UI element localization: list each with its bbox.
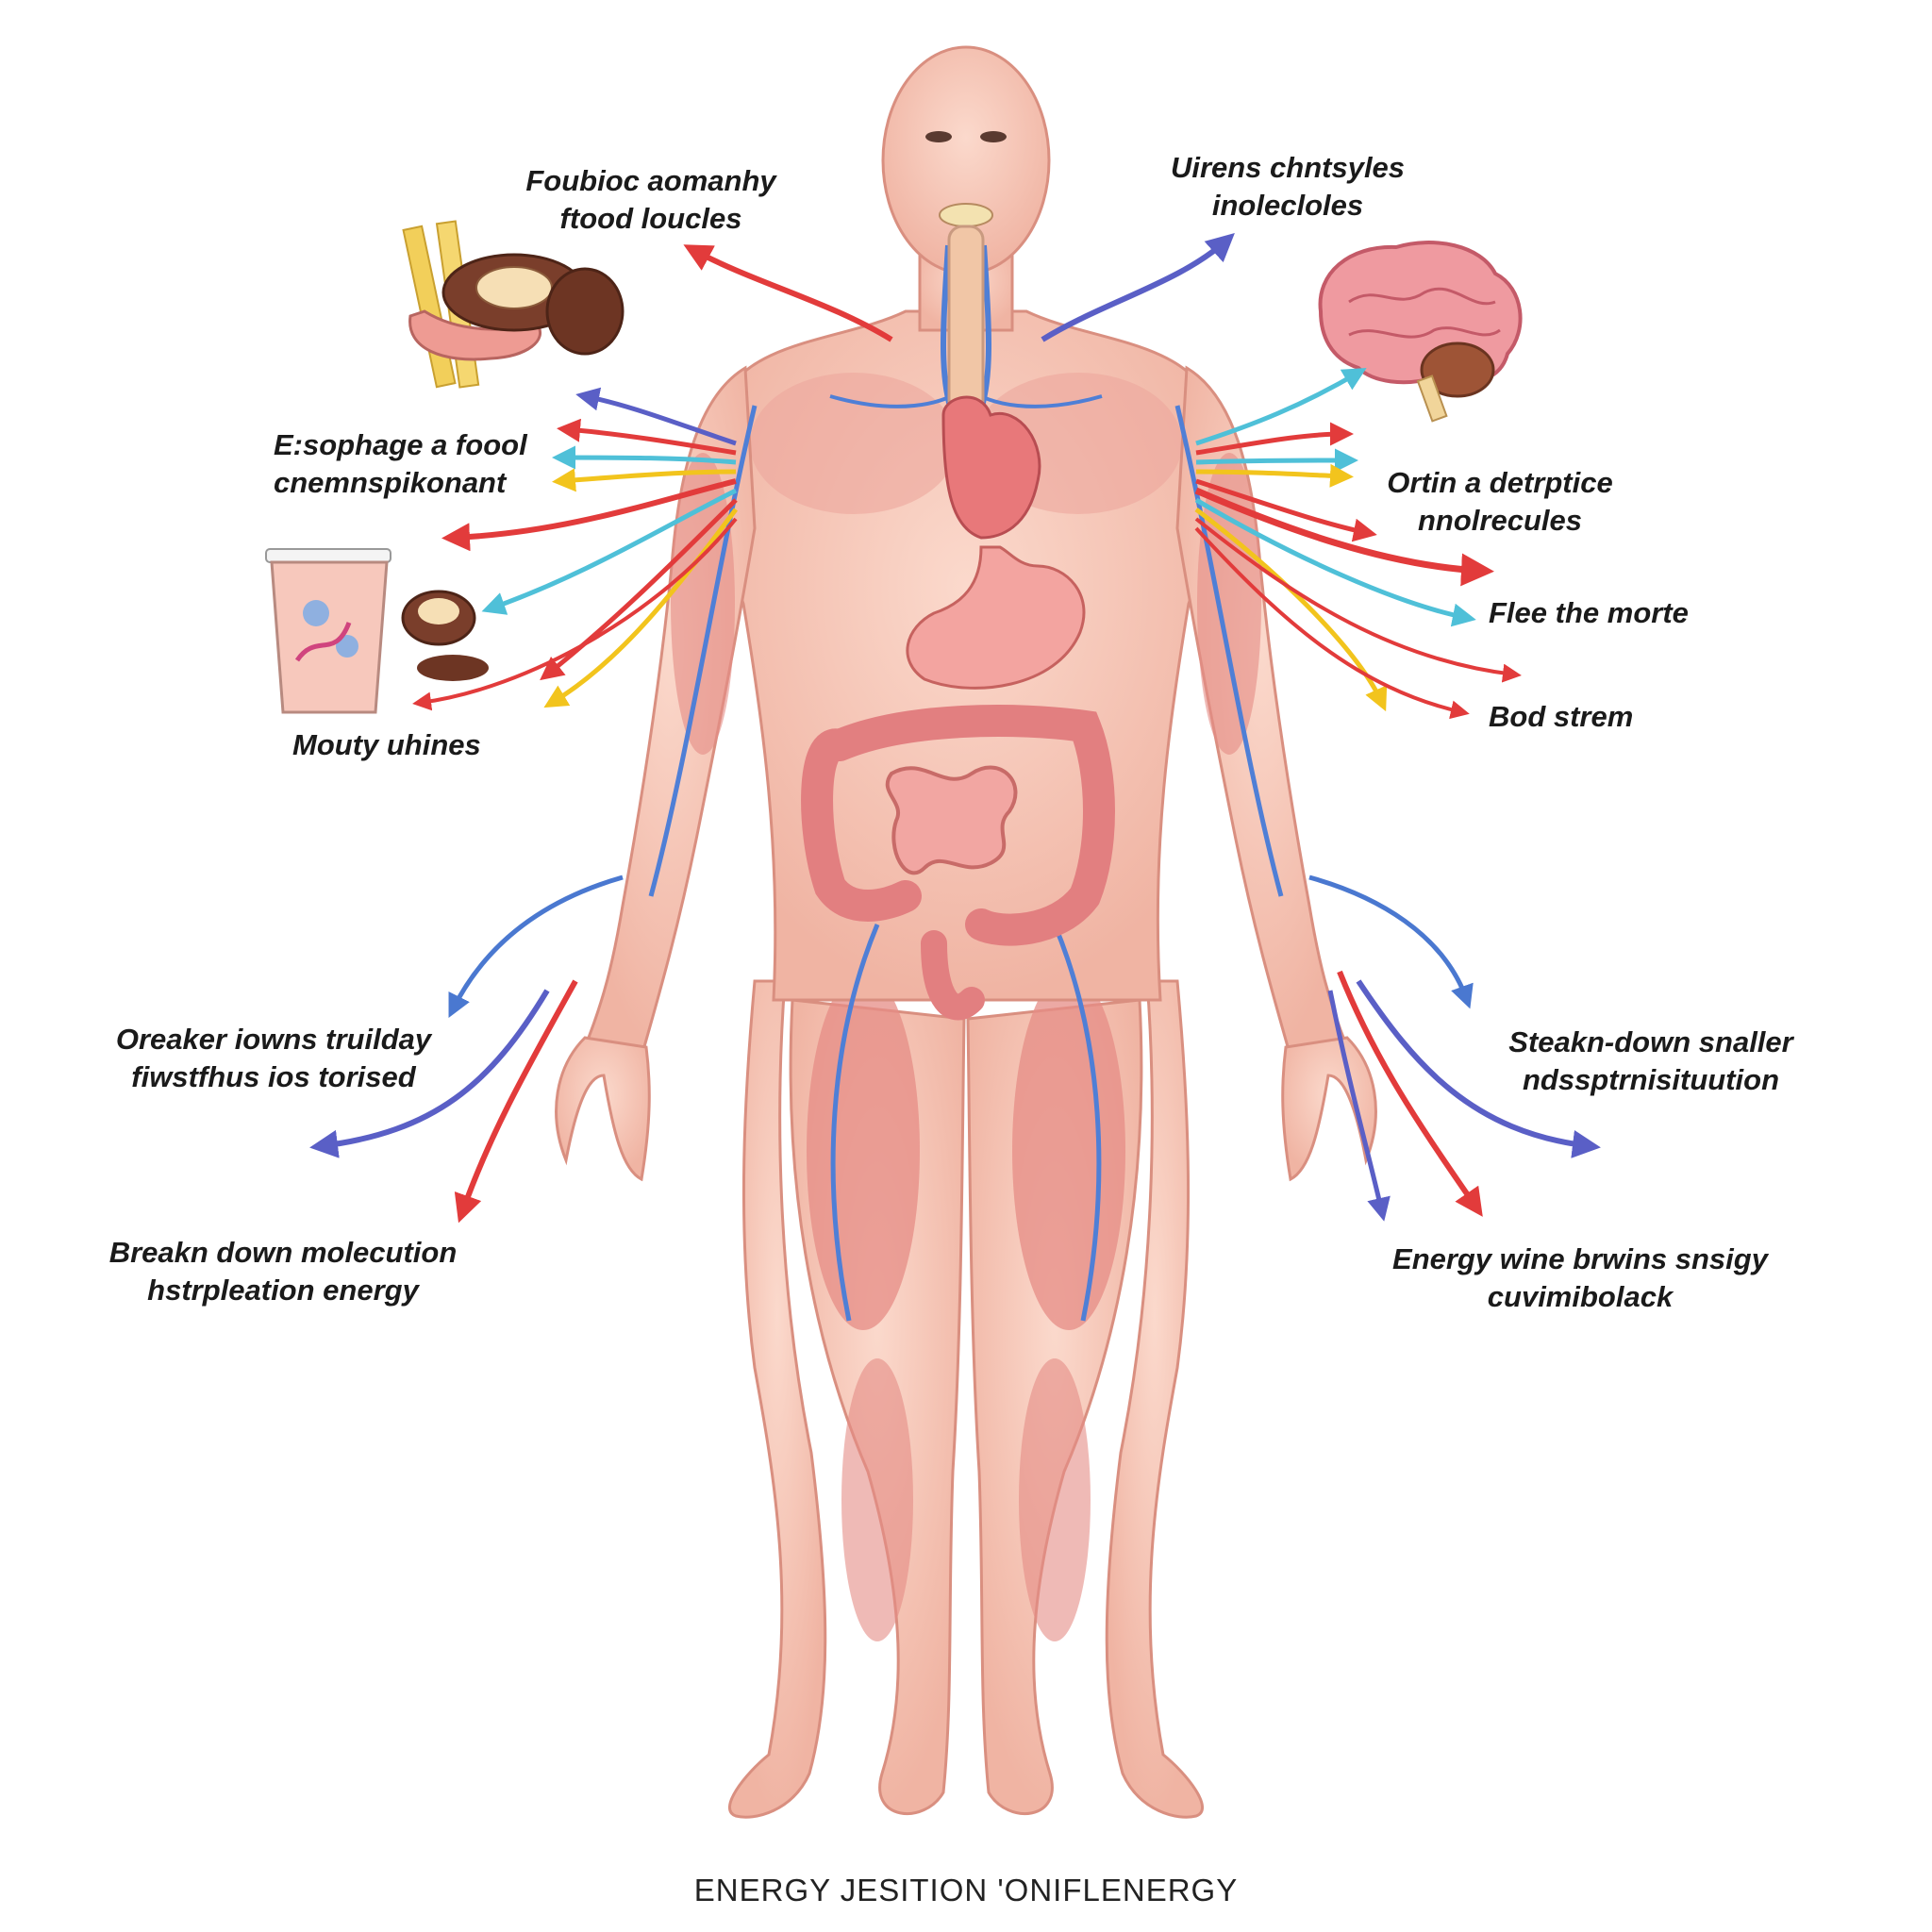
arrow-fan-right-9 bbox=[1194, 517, 1522, 683]
label-breakdown-right-line2: ndssptrnisituution bbox=[1522, 1063, 1780, 1096]
arrow-fan-right-2 bbox=[1195, 422, 1354, 456]
arrow-fan-left-9 bbox=[412, 517, 738, 711]
arrow-hand-left-1 bbox=[448, 874, 624, 1018]
large-intestine bbox=[801, 705, 1115, 946]
heart-organ bbox=[941, 395, 1041, 540]
label-flee: Flee the morte bbox=[1489, 594, 1689, 632]
label-mouth-line1: Mouty uhines bbox=[292, 728, 481, 761]
label-protein-line2: nnolrecules bbox=[1418, 504, 1582, 537]
label-brain-molecules: Uirens chntsyles inolecloles bbox=[1090, 149, 1486, 225]
label-food-molecules-line2: ftood loucles bbox=[559, 202, 742, 235]
label-breakdown-left-line1: Oreaker iowns truilday bbox=[115, 1023, 432, 1056]
arrow-fan-right-5 bbox=[1195, 478, 1377, 542]
arrow-hand-left-2 bbox=[309, 989, 550, 1158]
energy-arrows bbox=[309, 232, 1601, 1224]
arrow-fan-right-6 bbox=[1194, 487, 1494, 587]
label-energy-right-line1: Energy wine brwins snsigy bbox=[1392, 1242, 1768, 1275]
label-breakdown-left: Oreaker iowns truilday fiwstfhus ios tor… bbox=[66, 1021, 481, 1096]
arrow-hand-right-3 bbox=[1337, 970, 1483, 1217]
cup-icon bbox=[265, 548, 489, 714]
label-mouth: Mouty uhines bbox=[292, 726, 481, 764]
diagram-caption: ENERGY JESITION 'ONIFLENERGY bbox=[693, 1873, 1239, 1907]
label-food-molecules-line1: Foubioc aomanhy bbox=[525, 164, 776, 197]
right-leg bbox=[1105, 979, 1204, 1819]
arrow-hand-right-2 bbox=[1356, 979, 1601, 1158]
label-flee-line1: Flee the morte bbox=[1489, 596, 1689, 629]
right-hand bbox=[1281, 1036, 1377, 1182]
arrow-fan-right-8 bbox=[1194, 508, 1388, 712]
stomach-organ bbox=[906, 545, 1086, 690]
label-molecule-energy-line2: hstrpleation energy bbox=[147, 1274, 419, 1307]
arrow-fan-left-1 bbox=[575, 387, 737, 446]
label-blood-line1: Bod strem bbox=[1489, 700, 1634, 733]
label-breakdown-left-line2: fiwstfhus ios torised bbox=[131, 1060, 416, 1093]
food-icon bbox=[402, 220, 625, 389]
label-breakdown-right: Steakn-down snaller ndssptrnisituution bbox=[1434, 1024, 1868, 1099]
arrow-fan-left-3 bbox=[552, 445, 737, 470]
arrow-hand-right-4 bbox=[1327, 990, 1391, 1222]
arrow-fan-left-5 bbox=[441, 478, 737, 552]
arrow-fan-right-1 bbox=[1195, 367, 1367, 446]
label-breakdown-right-line1: Steakn-down snaller bbox=[1508, 1025, 1793, 1058]
label-blood: Bod strem bbox=[1489, 698, 1633, 736]
left-leg bbox=[728, 979, 827, 1819]
arrow-fan-right-7 bbox=[1194, 497, 1476, 627]
label-protein-line1: Ortin a detrptice bbox=[1387, 466, 1613, 499]
arrow-fan-right-3 bbox=[1195, 448, 1358, 473]
brain-icon bbox=[1318, 241, 1523, 423]
arrow-fan-right-10 bbox=[1194, 526, 1470, 720]
arrow-fan-left-8 bbox=[543, 508, 738, 708]
label-esophagus-line1: E:sophage a foool bbox=[274, 428, 527, 461]
label-food-molecules: Foubioc aomanhy ftood loucles bbox=[453, 162, 849, 238]
label-energy-right-line2: cuvimibolack bbox=[1487, 1280, 1674, 1313]
arrow-hand-right-1 bbox=[1308, 874, 1474, 1009]
arrow-fan-left-4 bbox=[552, 468, 737, 492]
label-esophagus: E:sophage a foool cnemnspikonant bbox=[274, 426, 527, 502]
label-esophagus-line2: cnemnspikonant bbox=[274, 466, 507, 499]
label-brain-molecules-line2: inolecloles bbox=[1211, 189, 1364, 222]
arrow-fan-left-7 bbox=[540, 498, 738, 681]
arrow-fan-left-6 bbox=[481, 488, 738, 615]
arrow-head-left bbox=[683, 244, 893, 342]
label-molecule-energy-line1: Breakn down molecution bbox=[108, 1236, 458, 1269]
digestive-organs bbox=[801, 225, 1115, 1021]
arrow-fan-left-2 bbox=[557, 418, 737, 456]
arrow-fan-right-4 bbox=[1195, 463, 1354, 488]
label-molecule-energy: Breakn down molecution hstrpleation ener… bbox=[75, 1234, 491, 1309]
label-brain-molecules-line1: Uirens chntsyles bbox=[1170, 151, 1406, 184]
left-hand bbox=[555, 1036, 651, 1182]
small-intestine bbox=[885, 765, 1018, 875]
arrow-hand-left-3 bbox=[454, 979, 578, 1224]
label-energy-right: Energy wine brwins snsigy cuvimibolack bbox=[1363, 1241, 1797, 1316]
esophagus-organ bbox=[947, 225, 985, 417]
label-protein: Ortin a detrptice nnolrecules bbox=[1311, 464, 1689, 540]
arrow-head-right bbox=[1041, 232, 1235, 342]
